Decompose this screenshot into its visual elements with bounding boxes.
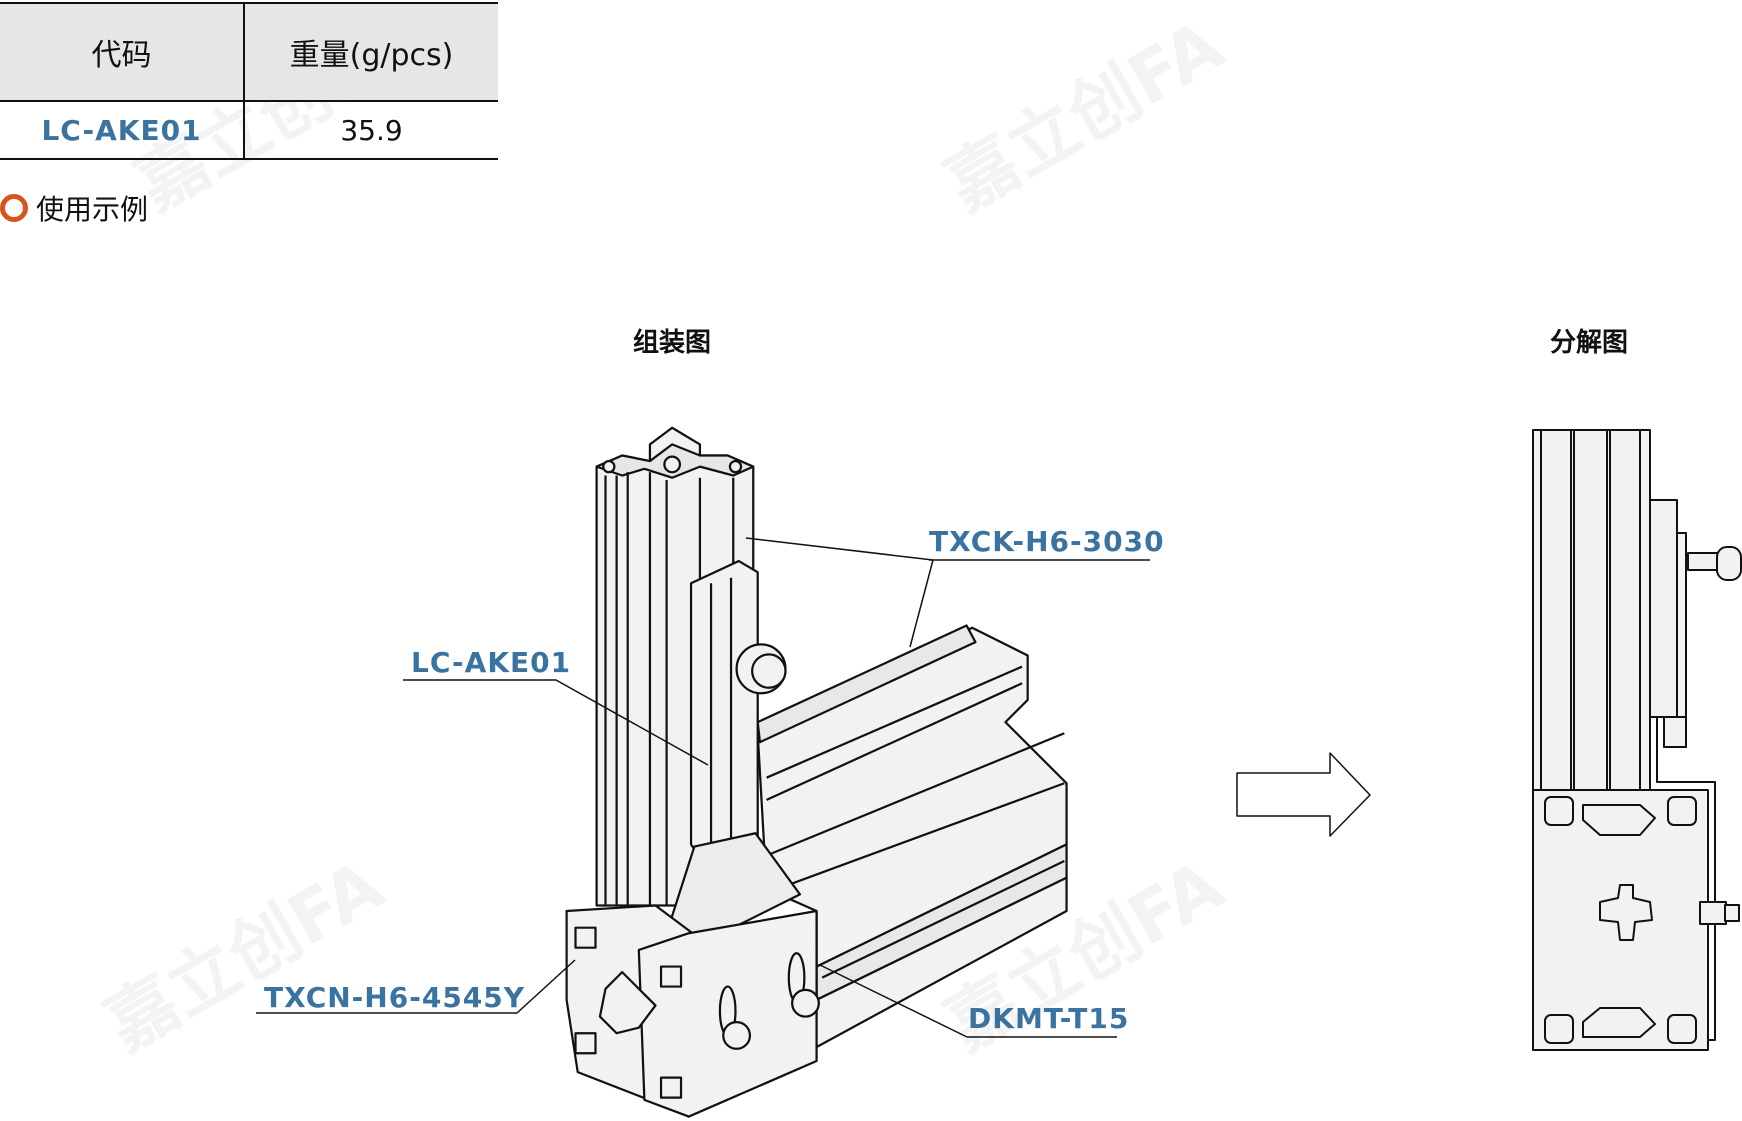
arrow-right-icon xyxy=(1236,752,1371,837)
assembly-caption: 组装图 xyxy=(632,328,712,358)
header-code: 代码 xyxy=(0,2,245,102)
section-title: 使用示例 xyxy=(36,193,149,226)
exploded-caption: 分解图 xyxy=(1549,328,1629,358)
callout-lc-ake01: LC-AKE01 xyxy=(411,646,572,679)
cell-code: LC-AKE01 xyxy=(0,100,245,160)
leader-lines xyxy=(256,537,1150,1038)
callout-txcn: TXCN-H6-4545Y xyxy=(264,981,526,1014)
header-weight: 重量(g/pcs) xyxy=(243,2,498,102)
callout-dkmt: DKMT-T15 xyxy=(968,1002,1130,1035)
bullet-ring-icon xyxy=(0,194,28,222)
spec-table: 代码 重量(g/pcs) LC-AKE01 35.9 xyxy=(0,2,498,160)
cell-weight: 35.9 xyxy=(243,100,498,160)
assembly-drawing xyxy=(565,426,1068,1118)
callout-txck: TXCK-H6-3030 xyxy=(929,525,1165,558)
table-row: LC-AKE01 35.9 xyxy=(0,100,498,160)
exploded-drawing xyxy=(1532,429,1742,1051)
section-heading: 使用示例 xyxy=(0,188,148,228)
table-header-row: 代码 重量(g/pcs) xyxy=(0,2,498,102)
